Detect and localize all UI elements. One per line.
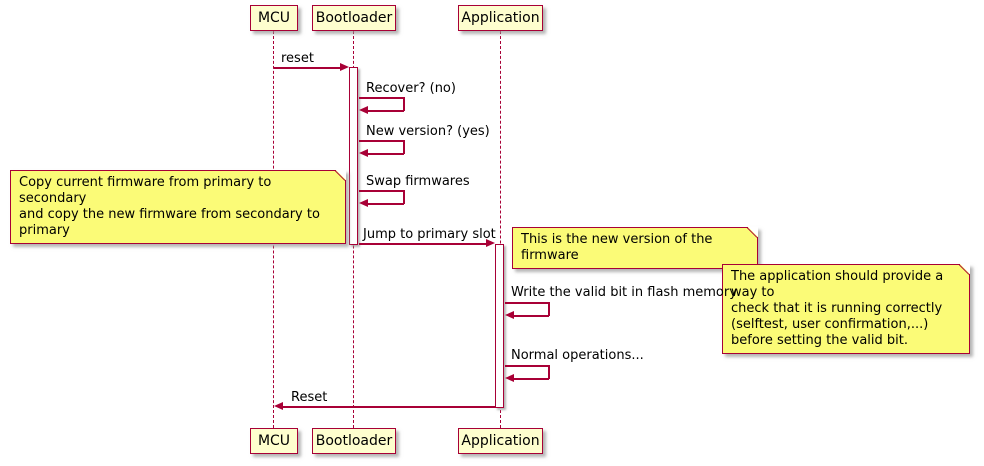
message-label-jump: Jump to primary slot bbox=[363, 227, 496, 242]
participant-mcu-top: MCU bbox=[250, 5, 298, 31]
participant-application-top: Application bbox=[458, 5, 543, 31]
message-label-reset-final: Reset bbox=[291, 390, 328, 405]
message-line-recover bbox=[403, 97, 405, 111]
message-line-new-version bbox=[368, 153, 404, 155]
message-line-write-valid bbox=[505, 302, 549, 304]
participant-label: Application bbox=[461, 433, 540, 449]
message-line-recover bbox=[368, 110, 404, 112]
message-line-write-valid bbox=[548, 302, 550, 316]
activation-application bbox=[495, 244, 504, 408]
message-label-swap: Swap firmwares bbox=[366, 174, 470, 189]
arrowhead-left-icon bbox=[359, 149, 368, 157]
participant-bootloader-top: Bootloader bbox=[312, 5, 396, 31]
arrowhead-left-icon bbox=[359, 106, 368, 114]
message-line-normal-ops bbox=[548, 365, 550, 379]
message-line-jump bbox=[359, 243, 487, 245]
arrowhead-left-icon bbox=[505, 311, 514, 319]
arrowhead-right-icon bbox=[486, 239, 495, 247]
arrowhead-left-icon bbox=[505, 374, 514, 382]
participant-mcu-bottom: MCU bbox=[250, 428, 298, 454]
message-label-write-valid: Write the valid bit in flash memory bbox=[511, 285, 737, 300]
participant-label: Bootloader bbox=[315, 10, 393, 26]
participant-label: MCU bbox=[257, 10, 291, 26]
message-line-reset-final bbox=[283, 406, 495, 408]
note-text: Copy current firmware from primary to se… bbox=[19, 175, 320, 238]
message-line-recover bbox=[359, 97, 404, 99]
message-label-recover: Recover? (no) bbox=[366, 81, 456, 96]
note-text: This is the new version of the firmware bbox=[521, 232, 713, 263]
message-label-reset: reset bbox=[281, 51, 314, 66]
note-new-firmware: This is the new version of the firmware bbox=[512, 227, 758, 269]
message-label-normal-ops: Normal operations... bbox=[511, 348, 644, 363]
message-line-normal-ops bbox=[514, 378, 549, 380]
note-text: The application should provide a way to … bbox=[731, 269, 944, 348]
message-line-write-valid bbox=[514, 315, 549, 317]
message-line-new-version bbox=[403, 140, 405, 154]
arrowhead-right-icon bbox=[340, 63, 349, 71]
participant-label: Application bbox=[461, 10, 540, 26]
arrowhead-left-icon bbox=[274, 402, 283, 410]
message-label-new-version: New version? (yes) bbox=[366, 124, 490, 139]
participant-label: MCU bbox=[257, 433, 291, 449]
note-valid-bit: The application should provide a way to … bbox=[722, 264, 970, 354]
message-line-reset bbox=[274, 67, 341, 69]
message-line-swap bbox=[403, 190, 405, 204]
arrowhead-left-icon bbox=[359, 199, 368, 207]
participant-bootloader-bottom: Bootloader bbox=[312, 428, 396, 454]
message-line-new-version bbox=[359, 140, 404, 142]
participant-application-bottom: Application bbox=[458, 428, 543, 454]
message-line-swap bbox=[368, 203, 404, 205]
note-copy-firmware: Copy current firmware from primary to se… bbox=[10, 170, 346, 244]
lifeline-application bbox=[500, 31, 501, 428]
message-line-swap bbox=[359, 190, 404, 192]
participant-label: Bootloader bbox=[315, 433, 393, 449]
activation-bootloader bbox=[349, 67, 358, 245]
message-line-normal-ops bbox=[505, 365, 549, 367]
